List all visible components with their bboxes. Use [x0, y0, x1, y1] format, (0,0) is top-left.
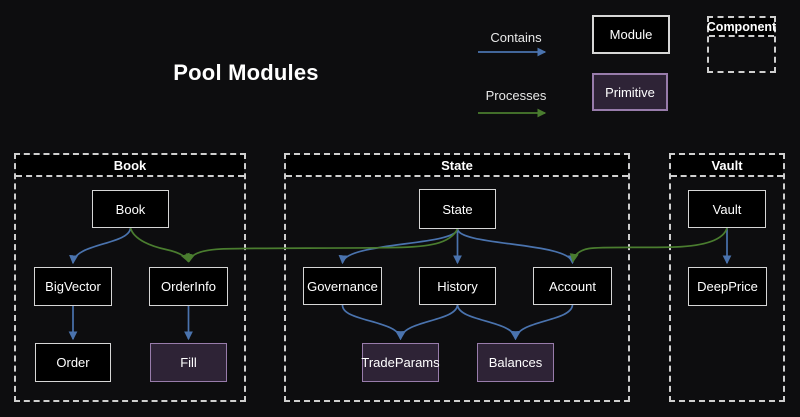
- edge-processes-book-orderinfo: [129, 227, 190, 263]
- container-vault-header: Vault: [671, 155, 783, 177]
- node-balances: Balances: [477, 343, 554, 382]
- legend-primitive-box: Primitive: [592, 73, 668, 111]
- node-orderinfo: OrderInfo: [149, 267, 228, 306]
- edge-contains-history-tradeparams: [396, 304, 459, 341]
- edge-contains-history-balances: [456, 304, 520, 341]
- legend-module-label: Module: [609, 27, 653, 42]
- node-deepprice: DeepPrice: [688, 267, 767, 306]
- node-tradeparams: TradeParams: [361, 343, 440, 382]
- node-state: State: [419, 189, 496, 229]
- node-history: History: [419, 267, 496, 305]
- edge-processes-vault-account: [569, 227, 728, 263]
- page-title: Pool Modules: [173, 60, 319, 85]
- node-book: Book: [92, 190, 169, 228]
- legend-component-box: Component: [707, 16, 776, 73]
- node-governance: Governance: [303, 267, 382, 305]
- node-bigvector: BigVector: [34, 267, 112, 306]
- edge-contains-account-balances: [511, 304, 574, 341]
- edge-contains-book-bigvector: [69, 227, 132, 265]
- node-fill: Fill: [150, 343, 227, 382]
- edge-contains-state-governance: [338, 228, 459, 265]
- legend-primitive-label: Primitive: [605, 84, 655, 100]
- legend-component-label: Component: [707, 18, 776, 37]
- container-state: State: [284, 153, 630, 402]
- node-vault: Vault: [688, 190, 766, 228]
- node-order: Order: [35, 343, 111, 382]
- container-book: Book: [14, 153, 246, 402]
- edge-contains-governance-tradeparams: [341, 304, 405, 341]
- edge-processes-state-orderinfo: [186, 228, 459, 263]
- container-state-header: State: [286, 155, 628, 177]
- legend-module-box: Module: [592, 15, 670, 54]
- legend-processes-label: Processes: [485, 88, 547, 103]
- container-vault: Vault: [669, 153, 785, 402]
- container-book-header: Book: [16, 155, 244, 177]
- edge-contains-state-account: [456, 228, 577, 265]
- node-account: Account: [533, 267, 612, 305]
- legend-contains-label: Contains: [490, 30, 542, 45]
